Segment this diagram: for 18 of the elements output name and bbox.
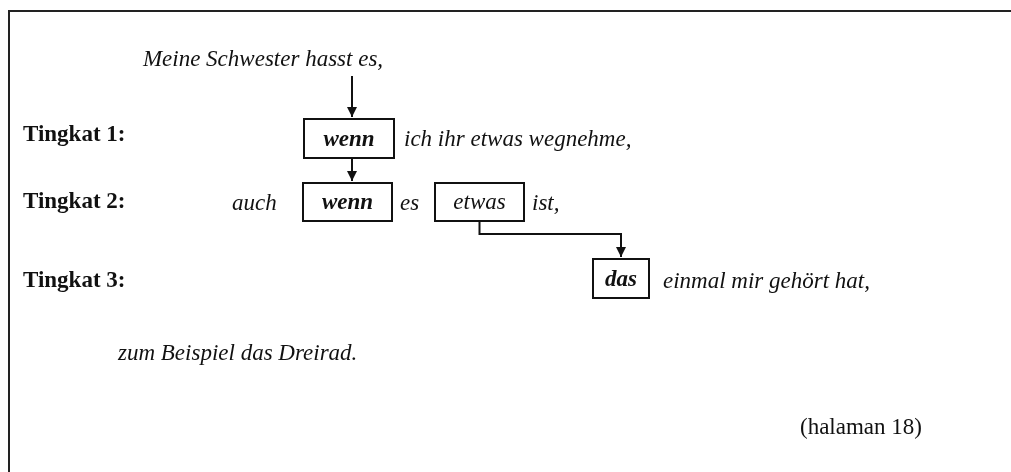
word-box: wenn (303, 118, 395, 159)
arrow (347, 75, 357, 118)
sentence-text: es (400, 190, 420, 214)
word-box: wenn (302, 182, 393, 222)
sentence-text: auch (232, 190, 277, 214)
word-box: etwas (434, 182, 525, 222)
sentence-text: Meine Schwester hasst es, (142, 46, 384, 72)
arrow (347, 158, 357, 182)
level-heading: Tingkat 3: (23, 267, 126, 291)
level-heading: Tingkat 1: (23, 121, 126, 145)
page-reference: (halaman 18) (800, 414, 922, 438)
sentence-text: ist, (532, 190, 560, 214)
sentence-text: einmal mir gehört hat, (663, 268, 870, 292)
word-box: das (592, 258, 650, 299)
sentence-text: zum Beispiel das Dreirad. (118, 340, 358, 364)
arrow (478, 221, 626, 258)
sentence-text: ich ihr etwas wegnehme, (404, 126, 632, 150)
level-heading: Tingkat 2: (23, 188, 126, 212)
